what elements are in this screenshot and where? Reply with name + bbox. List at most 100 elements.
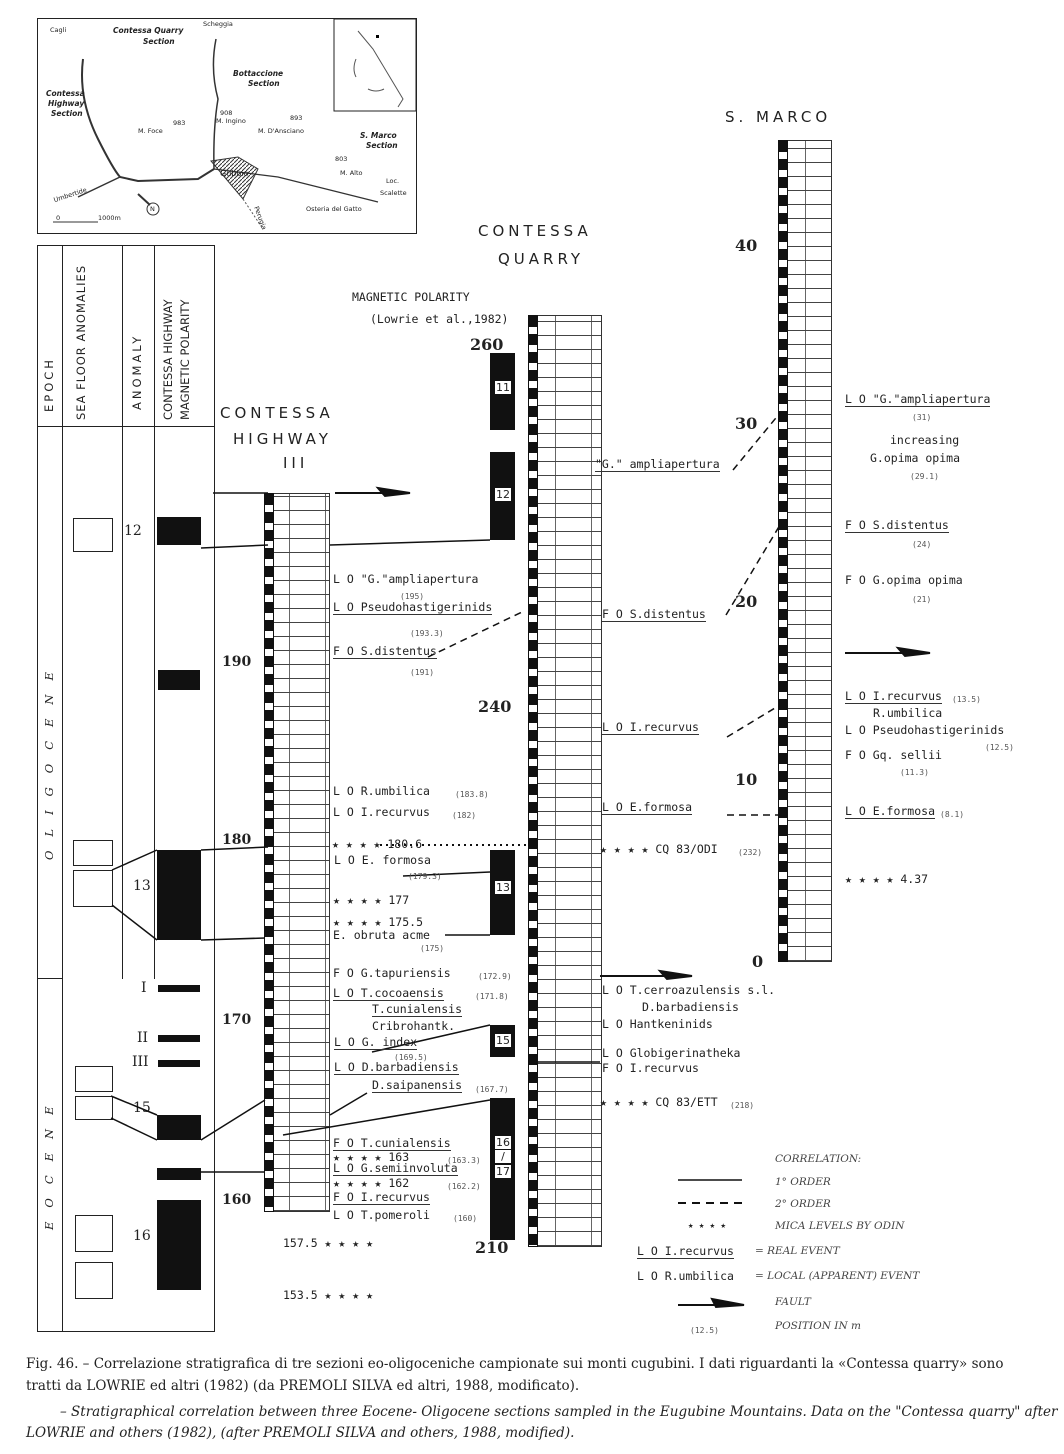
event-label: L O E.formosa	[602, 800, 693, 815]
scale-label: 10	[735, 770, 758, 789]
event-label: L O "G."ampliapertura	[333, 572, 479, 586]
polarity-normal-block	[158, 1035, 200, 1042]
sea-floor-anomaly-box	[73, 840, 113, 866]
event-label: G.opima opima	[870, 451, 961, 465]
north-arrow-icon	[146, 202, 160, 216]
header-epoch: EPOCH	[42, 357, 56, 412]
map-label: Scheggia	[203, 20, 233, 28]
legend-first-order: 1° ORDER	[775, 1176, 831, 1188]
legend-local-example: L O R.umbilica	[637, 1269, 734, 1283]
map-label: 0	[56, 214, 61, 222]
event-label: L O Pseudohastigerinids	[333, 600, 493, 615]
epoch-eocene: EOCENE	[42, 1092, 56, 1230]
contessa-highway-title: CONTESSA	[220, 404, 334, 422]
event-label: Cribrohantk.	[372, 1019, 456, 1033]
chron-label: 11	[494, 380, 512, 395]
magnetic-polarity-title: MAGNETIC POLARITY	[352, 290, 470, 304]
scale-label: 190	[222, 654, 252, 670]
event-label: L O Hantkeninids	[602, 1017, 713, 1031]
first-order-line	[329, 1092, 368, 1116]
event-position: (175)	[420, 944, 445, 953]
map-label: Cagli	[50, 26, 67, 34]
legend-fault: FAULT	[775, 1296, 811, 1308]
event-position: (8.1)	[940, 810, 965, 819]
polarity-normal-block	[157, 1200, 201, 1290]
mica-level: 153.5 ★ ★ ★ ★	[283, 1288, 374, 1302]
anomaly-label: I	[141, 980, 147, 996]
scale-label: 0	[752, 952, 764, 971]
event-label: F O Gq. sellii	[845, 748, 942, 762]
map-label: 983	[173, 119, 186, 127]
polarity-normal-block	[158, 985, 200, 992]
event-position: (172.9)	[478, 972, 512, 981]
event-label: F O T.cunialensis	[333, 1136, 451, 1151]
event-position: (21)	[912, 595, 932, 604]
italy-outline	[353, 30, 404, 108]
event-label: F O S.distentus	[602, 607, 706, 622]
map-label: Contessa Quarry	[113, 26, 184, 35]
map-label: Osteria del Gatto	[306, 205, 362, 213]
scale-label: 160	[222, 1192, 252, 1208]
polarity-normal-block	[158, 670, 200, 690]
polarity-normal-block	[157, 517, 201, 545]
map-label: Highway	[48, 99, 85, 108]
scale-label: 20	[735, 592, 758, 611]
epoch-oligocene: OLIGOCENE	[42, 658, 56, 860]
event-position: (162.2)	[447, 1182, 481, 1191]
scale-label: 180	[222, 832, 252, 848]
contessa-highway-polarity-strip	[264, 493, 274, 1212]
s-marco-column	[786, 140, 832, 962]
event-position: (182)	[452, 811, 477, 820]
location-map: Cagli Contessa Quarry Section Scheggia B…	[37, 18, 417, 234]
contessa-quarry-column	[536, 315, 602, 1247]
event-label: E. obruta acme	[333, 928, 430, 942]
event-position: (191)	[410, 668, 435, 677]
legend-position: POSITION IN m	[775, 1320, 861, 1332]
mica-level: ★ ★ ★ ★ CQ 83/ODI	[600, 842, 718, 856]
map-label: S. Marco	[360, 131, 397, 140]
event-label: R.umbilica	[873, 706, 943, 720]
event-position: (183.8)	[455, 790, 489, 799]
chron-label: 16	[494, 1135, 512, 1149]
mica-level: ★ ★ ★ ★ 175.5	[333, 915, 424, 929]
map-label: Loc.	[386, 177, 400, 185]
map-label: N	[150, 205, 155, 213]
scale-label: 210	[475, 1238, 509, 1257]
sea-floor-anomaly-box	[73, 870, 113, 907]
chron-label: 13	[494, 880, 512, 895]
sea-floor-anomaly-box	[75, 1215, 113, 1252]
map-label: 908	[220, 109, 233, 117]
event-label: F O G.tapuriensis	[333, 966, 451, 980]
caption-italian: Fig. 46. – Correlazione stratigrafica di…	[26, 1356, 1004, 1372]
polarity-normal-block	[157, 1168, 201, 1180]
header-anomaly: ANOMALY	[130, 333, 144, 410]
scale-label: 260	[470, 335, 504, 354]
scale-label: 30	[735, 414, 758, 433]
contessa-quarry-title: CONTESSA	[478, 222, 592, 240]
event-label: D.barbadiensis	[642, 1000, 739, 1014]
polarity-normal-block	[157, 850, 201, 940]
second-order-line	[726, 704, 781, 738]
event-label: F O G.opima opima	[845, 573, 963, 587]
contessa-highway-title: III	[283, 454, 309, 472]
map-label: Bottaccione	[233, 69, 284, 78]
scale-label: 170	[222, 1012, 252, 1028]
scale-label: 40	[735, 236, 758, 255]
chron-label: 15	[494, 1033, 512, 1048]
magnetic-polarity-ref: (Lowrie et al.,1982)	[370, 312, 509, 326]
polarity-normal-block	[158, 1060, 200, 1067]
event-position: (163.3)	[447, 1156, 481, 1165]
contessa-quarry-polarity-strip	[528, 315, 538, 1247]
event-position: (12.5)	[985, 743, 1014, 752]
anomaly-label: 12	[124, 523, 142, 539]
event-label: F O S.distentus	[333, 644, 437, 659]
map-label: 893	[290, 114, 303, 122]
map-label: 1000m	[98, 214, 121, 222]
header-sea-floor-anomalies: SEA FLOOR ANOMALIES	[74, 264, 88, 420]
mica-level: 157.5 ★ ★ ★ ★	[283, 1236, 374, 1250]
mica-level: ★ ★ ★ ★ 4.37	[845, 872, 929, 886]
chron-label: 17	[494, 1165, 512, 1179]
event-label: L O Globigerinatheka	[602, 1046, 741, 1060]
map-drawing	[53, 19, 416, 230]
